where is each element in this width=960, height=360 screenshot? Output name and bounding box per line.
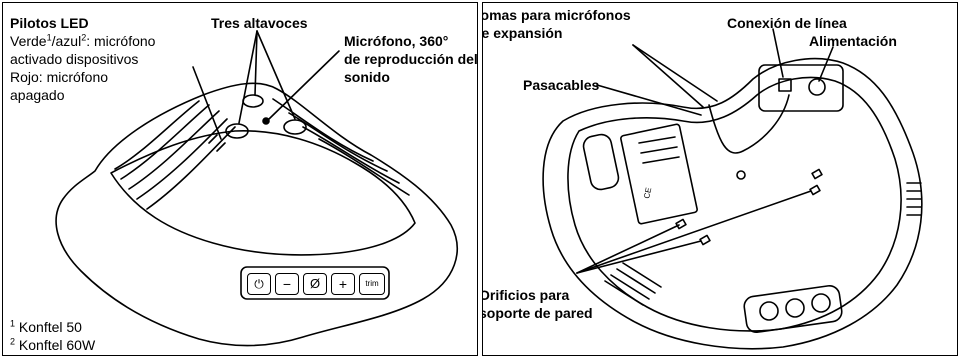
leader-holes-a [576, 224, 680, 274]
wall-mount-label-line-1: Orificios para [482, 287, 570, 303]
leds-line-3: Rojo: micrófono [10, 69, 109, 85]
microphone-label-line-1: Micrófono, 360° [344, 33, 449, 49]
bottom-inner-rim [567, 76, 902, 332]
screw-hole [736, 170, 746, 180]
phone-body-outline [55, 82, 458, 347]
leader-cable-guides [596, 84, 702, 116]
volume-down-button[interactable]: − [275, 273, 299, 295]
sockets-label-line-1: Tomas para micrófonos [482, 7, 631, 23]
leader-holes-c [576, 190, 812, 274]
speaker-grille-right [283, 119, 307, 135]
leader-holes-b [576, 240, 702, 274]
leader-speakers-a [238, 30, 258, 124]
trim-button[interactable]: trim [359, 273, 385, 295]
line-connector-port [778, 78, 792, 92]
speaker-grille-left [225, 123, 249, 139]
leader-line-connection [772, 28, 784, 78]
button-strip [240, 266, 390, 300]
mute-button[interactable]: ⏻ [247, 273, 271, 295]
bottom-body-outline [542, 57, 923, 350]
led-slit-1 [208, 134, 218, 144]
power-connector-port [808, 78, 826, 96]
ce-mark: CE [642, 187, 653, 200]
wall-mount-hole-2 [699, 234, 711, 246]
leader-sockets-a [632, 44, 704, 108]
rubber-foot-left [582, 133, 620, 191]
button-strip-underside [743, 284, 843, 334]
connector-area [758, 64, 844, 112]
speakers-label: Tres altavoces [211, 15, 308, 31]
wall-mount-hole-3 [809, 184, 821, 196]
leader-power [818, 46, 834, 82]
footnote-2: 2 Konftel 60W [10, 336, 96, 353]
sockets-label-line-2: de expansión [482, 25, 563, 41]
left-panel-top-view: Pilotos LED Verde1/azul2: micrófono acti… [2, 2, 478, 356]
conference-phone-bottom-illustration: CE [542, 28, 923, 350]
cable-channel [708, 94, 790, 154]
wall-mount-hole-1 [675, 218, 687, 230]
keypad: ⏻ − Ø + trim [247, 273, 385, 295]
line-connection-label: Conexión de línea [727, 15, 847, 31]
wall-mount-hole-4 [811, 168, 823, 180]
volume-up-button[interactable]: + [331, 273, 355, 295]
leds-line-1: Verde1/azul2: micrófono [10, 32, 156, 49]
conference-phone-top-illustration [55, 30, 458, 347]
wall-mount-label-line-2: soporte de pared [482, 305, 593, 321]
leds-line-2: activado dispositivos [10, 51, 139, 67]
leds-title: Pilotos LED [10, 15, 89, 31]
footnote-1: 1 Konftel 50 [10, 318, 82, 335]
phone-button[interactable]: Ø [303, 273, 327, 295]
led-slit-2 [216, 142, 226, 152]
top-surface-edge [110, 130, 416, 256]
leader-leds [192, 66, 222, 140]
power-label: Alimentación [809, 33, 897, 49]
right-panel-bottom-view: CE Tomas para micrófonos de expansión Co… [482, 2, 958, 356]
label-plate [620, 123, 698, 225]
leds-line-4: apagado [10, 87, 65, 103]
leader-speakers-b [254, 30, 258, 96]
leader-microphone [268, 50, 340, 120]
microphone-label-line-3: sonido [344, 69, 390, 85]
microphone-dot [262, 117, 270, 125]
cable-guides-label: Pasacables [523, 77, 600, 93]
leader-sockets-b [632, 44, 718, 102]
leader-speakers-c [256, 30, 296, 120]
speaker-grille-center [242, 94, 264, 108]
microphone-label-line-2: de reproducción del [344, 51, 478, 67]
